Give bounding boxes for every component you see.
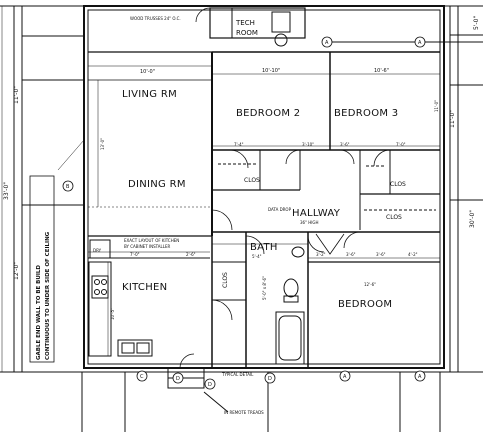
marker-a-3: A bbox=[343, 374, 347, 380]
closet-label-1: CLOS bbox=[244, 177, 260, 184]
grid-markers bbox=[62, 36, 426, 390]
marker-a-4: A bbox=[418, 374, 422, 380]
gable-note-box bbox=[29, 175, 55, 363]
bedroom-label: BEDROOM bbox=[338, 299, 392, 310]
dim-bed-front: 12'-6" bbox=[364, 282, 376, 287]
dimension-lines bbox=[1, 6, 445, 372]
gable-note-line-1: GABLE END WALL TO BE BUILD bbox=[36, 265, 42, 360]
kitchen-sink bbox=[117, 339, 153, 357]
toilet bbox=[283, 278, 299, 298]
dry-note: DRY bbox=[93, 248, 102, 253]
marker-d-1: D bbox=[208, 382, 212, 388]
refrigerator bbox=[89, 239, 111, 259]
dining-room-label: DINING RM bbox=[128, 179, 186, 190]
data-drop-note: DATA DROP bbox=[268, 207, 292, 212]
dim-bed-depth: 11'-0" bbox=[434, 100, 439, 112]
hallway-sub-note: 36" HIGH bbox=[300, 220, 319, 225]
water-heater bbox=[271, 11, 291, 33]
dim-hall-c: 3'-6" bbox=[376, 252, 386, 257]
truss-note: WOOD TRUSSES 24" O.C. bbox=[130, 16, 181, 21]
dim-hall-a: 3'-2" bbox=[316, 252, 326, 257]
dim-bath-width: 5'-4" bbox=[252, 254, 262, 259]
marker-d-3: D bbox=[176, 376, 180, 382]
dim-bed3-width: 10'-6" bbox=[374, 68, 389, 74]
dim-kitchen-depth: 10'-5" bbox=[110, 308, 115, 320]
dim-living-depth: 13'-0" bbox=[100, 138, 105, 150]
dim-right-top: 5'-0" bbox=[473, 16, 480, 30]
fixtures bbox=[88, 11, 436, 365]
dim-clos-c: 3'-6" bbox=[340, 142, 350, 147]
dim-kitchen-right: 2'-6" bbox=[186, 252, 196, 257]
room-label: ROOM bbox=[236, 29, 258, 37]
dim-bed2-width: 10'-10" bbox=[262, 68, 280, 74]
dim-overall-left: 33'-0" bbox=[3, 182, 10, 200]
detail-note: TYPICAL DETAIL bbox=[221, 372, 254, 377]
tech-label: TECH bbox=[235, 19, 255, 27]
kitchen-range bbox=[91, 275, 109, 299]
dim-hall-d: 4'-2" bbox=[408, 252, 418, 257]
marker-b: B bbox=[66, 184, 70, 190]
frame-lines bbox=[0, 5, 483, 432]
bathtub bbox=[275, 311, 305, 365]
doors bbox=[179, 7, 391, 369]
dim-right-mid: 11'-0" bbox=[449, 110, 456, 128]
closet-label-3: CLOS bbox=[386, 214, 402, 221]
notes: GABLE END WALL TO BE BUILD CONTINUOUS TO… bbox=[29, 16, 319, 415]
dimension-labels: 10'-0" 10'-10" 10'-6" 7'-4" 3'-10" 3'-6"… bbox=[3, 16, 480, 320]
closet-label-4: CLOS bbox=[222, 272, 229, 288]
kitchen-note-1: EXACT LAYOUT OF KITCHEN bbox=[124, 238, 179, 243]
dim-kitchen-left: 7'-0" bbox=[130, 252, 140, 257]
bedroom-3-label: BEDROOM 3 bbox=[334, 108, 398, 119]
living-room-label: LIVING RM bbox=[122, 89, 177, 100]
stair-note: IN REMOTE TREADS bbox=[224, 410, 264, 415]
dim-clos-d: 7'-0" bbox=[396, 142, 406, 147]
dim-left-bottom: 12'-0" bbox=[13, 262, 20, 280]
bedroom-2-label: BEDROOM 2 bbox=[236, 108, 300, 119]
bath-sub-note: 5'-0" x 8'-6" bbox=[262, 276, 267, 300]
bath-label: BATH bbox=[250, 242, 278, 253]
kitchen-label: KITCHEN bbox=[122, 282, 167, 293]
gable-note-line-2: CONTINUOUS TO UNDER SIDE OF CEILING bbox=[45, 231, 51, 360]
marker-d-2: D bbox=[268, 376, 272, 382]
dim-overall-right: 30'-0" bbox=[469, 210, 476, 228]
bath-sink bbox=[291, 246, 305, 258]
dim-living-width: 10'-0" bbox=[140, 69, 155, 75]
room-labels: LIVING RM DINING RM KITCHEN BEDROOM 2 BE… bbox=[122, 19, 406, 310]
dim-clos-b: 3'-10" bbox=[302, 142, 314, 147]
kitchen-counter bbox=[88, 261, 112, 357]
kitchen-note-2: BY CABINET INSTALLER bbox=[124, 244, 170, 249]
marker-a-1: A bbox=[325, 40, 329, 46]
dim-left-top: 11'-0" bbox=[13, 86, 20, 104]
hallway-label: HALLWAY bbox=[292, 208, 341, 219]
walls bbox=[83, 5, 445, 369]
dim-clos-a: 7'-4" bbox=[234, 142, 244, 147]
marker-c: C bbox=[140, 374, 144, 380]
grid-marker-labels: A A A A B C D D D bbox=[66, 40, 422, 388]
closet-label-2: CLOS bbox=[390, 181, 406, 188]
marker-a-2: A bbox=[418, 40, 422, 46]
dim-hall-b: 3'-6" bbox=[346, 252, 356, 257]
